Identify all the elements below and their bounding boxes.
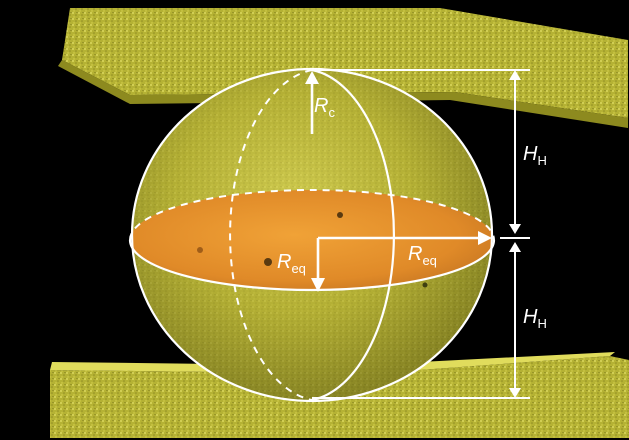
label-req-right: Req (408, 243, 437, 268)
label-rc: Rc (314, 95, 335, 120)
label-hh-top: HH (523, 143, 547, 168)
sphere (130, 67, 494, 403)
meridian-front (311, 68, 396, 402)
label-req-left: Req (277, 251, 306, 276)
hh-dimension (509, 70, 521, 398)
req-arrows (311, 231, 492, 292)
equator-front (128, 239, 496, 292)
label-hh-bottom: HH (523, 306, 547, 331)
equatorial-plane (132, 190, 492, 290)
rc-arrow (305, 71, 319, 134)
meridian-back-dashed (229, 69, 313, 401)
equator-back-dashed (129, 189, 495, 241)
